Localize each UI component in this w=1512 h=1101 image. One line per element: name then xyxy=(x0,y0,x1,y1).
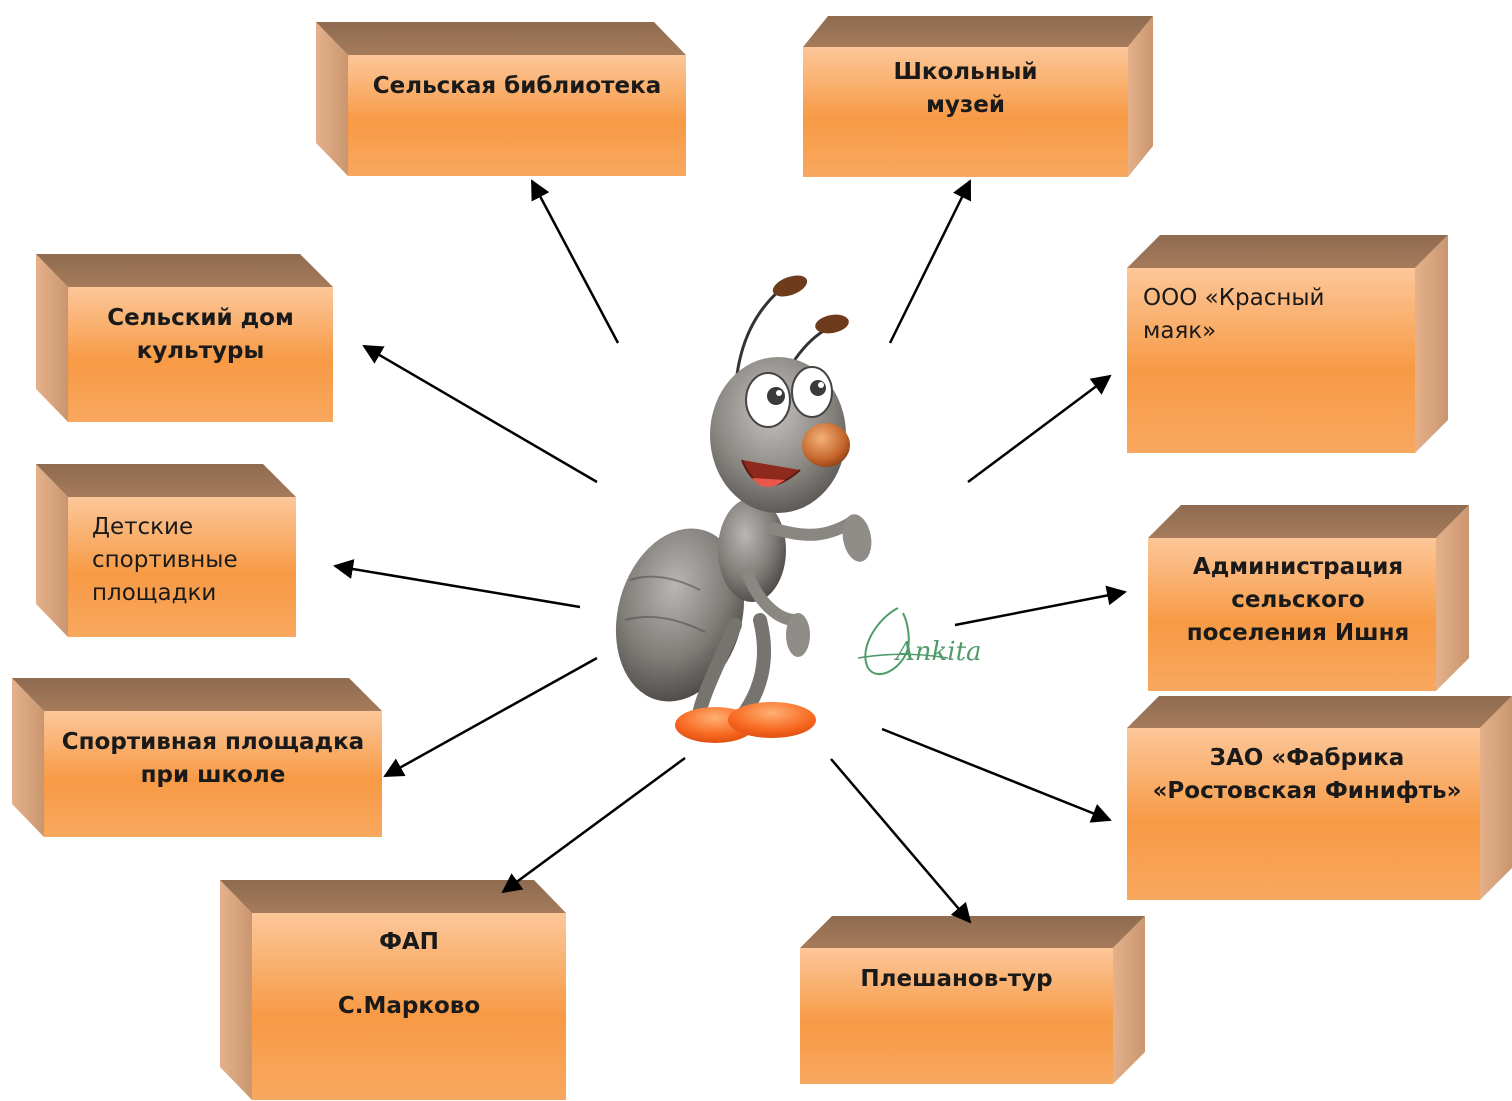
arrow-to-playgrounds xyxy=(333,559,581,609)
box-school-sports-text: Спортивная площадка при школе xyxy=(44,726,382,792)
box-museum-line-1: Школьный xyxy=(893,59,1038,85)
arrow-to-museum xyxy=(888,179,972,344)
signature-ankita: Ankita xyxy=(857,607,982,675)
box-culture-house-text: Сельский дом культуры xyxy=(68,302,333,368)
box-pleshanov-line-1: Плешанов-тур xyxy=(860,966,1053,992)
box-library-line-1: Сельская библиотека xyxy=(372,73,662,99)
box-pleshanov xyxy=(800,916,1145,1084)
arrow-to-library xyxy=(530,179,620,344)
box-factory-text: ЗАО «Фабрика «Ростовская Финифть» xyxy=(1127,742,1487,808)
box-museum-text: Школьный музей xyxy=(803,56,1128,122)
arrows xyxy=(333,179,1127,924)
box-school-sports-line-2: при школе xyxy=(140,761,286,788)
box-administration xyxy=(1148,505,1469,691)
box-school-sports xyxy=(12,678,382,837)
box-administration-text: Администрация сельского поселения Ишня xyxy=(1148,551,1448,650)
box-red-lighthouse-line-1: ООО «Красный xyxy=(1143,285,1325,311)
box-culture-house-line-2: культуры xyxy=(136,337,265,364)
box-fap-text: ФАП С.Марково xyxy=(252,926,566,1023)
ant-mascot-icon xyxy=(615,275,872,743)
arrow-to-red-lighthouse xyxy=(967,374,1112,484)
box-administration-line-3: поселения Ишня xyxy=(1186,619,1410,646)
box-culture-house xyxy=(36,254,333,422)
signature-text: Ankita xyxy=(894,637,982,667)
box-factory-line-1: ЗАО «Фабрика xyxy=(1209,745,1405,771)
box-playgrounds-text: Детские спортивные площадки xyxy=(92,511,292,610)
box-administration-line-1: Администрация xyxy=(1192,554,1404,580)
box-factory xyxy=(1127,696,1512,900)
box-playgrounds-line-1: Детские xyxy=(92,514,194,540)
box-museum xyxy=(803,16,1153,177)
box-fap-line-3: С.Марково xyxy=(337,992,481,1019)
arrow-to-school-sports xyxy=(383,656,598,778)
box-library xyxy=(316,22,686,176)
box-culture-house-line-1: Сельский дом xyxy=(107,305,294,331)
box-playgrounds-line-2: спортивные xyxy=(92,546,238,573)
box-red-lighthouse-text: ООО «Красный маяк» xyxy=(1143,282,1403,348)
box-factory-line-2: «Ростовская Финифть» xyxy=(1152,777,1462,804)
box-administration-line-2: сельского xyxy=(1231,586,1365,613)
box-museum-line-2: музей xyxy=(926,91,1005,118)
arrow-to-culture-house xyxy=(362,344,598,484)
arrow-to-administration xyxy=(954,585,1127,627)
box-school-sports-line-1: Спортивная площадка xyxy=(61,729,365,755)
box-red-lighthouse-line-2: маяк» xyxy=(1143,317,1217,344)
arrow-to-factory xyxy=(881,727,1112,823)
box-fap-line-1: ФАП xyxy=(379,929,439,955)
box-library-text: Сельская библиотека xyxy=(348,70,686,103)
box-playgrounds-line-3: площадки xyxy=(92,579,217,606)
arrow-to-pleshanov xyxy=(830,758,972,924)
box-pleshanov-text: Плешанов-тур xyxy=(800,963,1113,996)
box-red-lighthouse xyxy=(1127,235,1448,453)
box-playgrounds xyxy=(36,464,296,637)
arrow-to-fap xyxy=(501,756,686,894)
box-fap xyxy=(220,880,566,1100)
